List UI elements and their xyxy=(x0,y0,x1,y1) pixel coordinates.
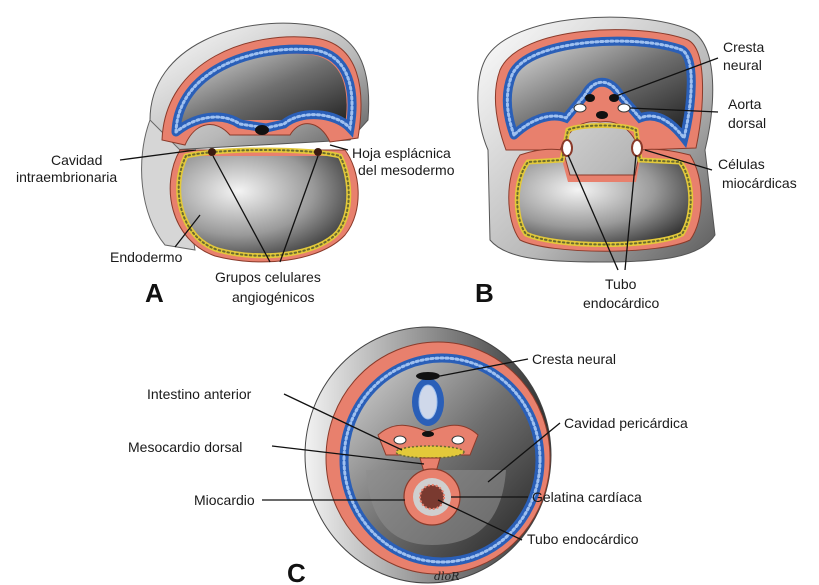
panel-a-label-grupos-2: angiogénicos xyxy=(232,289,315,305)
panel-a-label-grupos-1: Grupos celulares xyxy=(215,269,321,285)
panel-c-aorta-right xyxy=(452,436,464,444)
panel-c-foregut xyxy=(396,446,464,458)
panel-b-aorta-left xyxy=(574,104,586,112)
panel-c-endocardial-tube xyxy=(420,485,444,509)
panel-b-label-aorta-1: Aorta xyxy=(728,96,762,112)
panel-c-neural-crest xyxy=(416,372,440,380)
panel-a-notochord xyxy=(255,125,269,135)
panel-c-label-miocardio: Miocardio xyxy=(194,492,255,508)
panel-c-neural-tube-lumen xyxy=(419,385,437,419)
panel-c-label-pericardica: Cavidad pericárdica xyxy=(564,415,688,431)
panel-b-label-aorta-2: dorsal xyxy=(728,115,766,131)
panel-a: Cavidad intraembrionaria Hoja esplácnica… xyxy=(16,23,455,308)
panel-c-aorta-left xyxy=(394,436,406,444)
panel-b-label-cresta-2: neural xyxy=(723,57,762,73)
panel-a-label-cavidad-2: intraembrionaria xyxy=(16,169,117,185)
panel-b-label-celulas-2: miocárdicas xyxy=(722,175,797,191)
panel-b: Cresta neural Aorta dorsal Células miocá… xyxy=(475,17,797,311)
panel-a-angiogenic-cluster-right xyxy=(314,148,322,156)
panel-a-angiogenic-cluster-left xyxy=(208,148,216,156)
artist-signature: dloR xyxy=(434,570,459,583)
panel-b-label-celulas-1: Células xyxy=(718,156,765,172)
panel-b-aorta-right xyxy=(618,104,630,112)
panel-b-letter: B xyxy=(475,278,494,308)
panel-b-endocardial-tube-right xyxy=(632,140,642,156)
panel-b-label-cresta-1: Cresta xyxy=(723,39,764,55)
panel-a-label-hoja-2: del mesodermo xyxy=(358,162,455,178)
panel-b-label-tubo-1: Tubo xyxy=(605,276,637,292)
panel-a-letter: A xyxy=(145,278,164,308)
panel-c-notochord xyxy=(422,431,434,437)
panel-b-endocardial-tube-left xyxy=(562,140,572,156)
panel-c-label-cresta: Cresta neural xyxy=(532,351,616,367)
panel-a-label-cavidad-1: Cavidad xyxy=(51,152,102,168)
panel-b-notochord xyxy=(596,111,608,119)
panel-c-label-gelatina: Gelatina cardíaca xyxy=(532,489,642,505)
panel-c-letter: C xyxy=(287,558,306,585)
panel-b-neural-crest-left xyxy=(585,94,595,102)
panel-c-label-intestino: Intestino anterior xyxy=(147,386,252,402)
panel-a-leader-hoja xyxy=(330,145,348,150)
panel-c-label-tubo: Tubo endocárdico xyxy=(527,531,639,547)
panel-b-label-tubo-2: endocárdico xyxy=(583,295,659,311)
panel-a-label-endodermo: Endodermo xyxy=(110,249,183,265)
panel-c: Cresta neural Intestino anterior Cavidad… xyxy=(128,327,688,585)
panel-a-label-hoja-1: Hoja esplácnica xyxy=(352,145,451,161)
panel-c-label-mesocardio: Mesocardio dorsal xyxy=(128,439,242,455)
